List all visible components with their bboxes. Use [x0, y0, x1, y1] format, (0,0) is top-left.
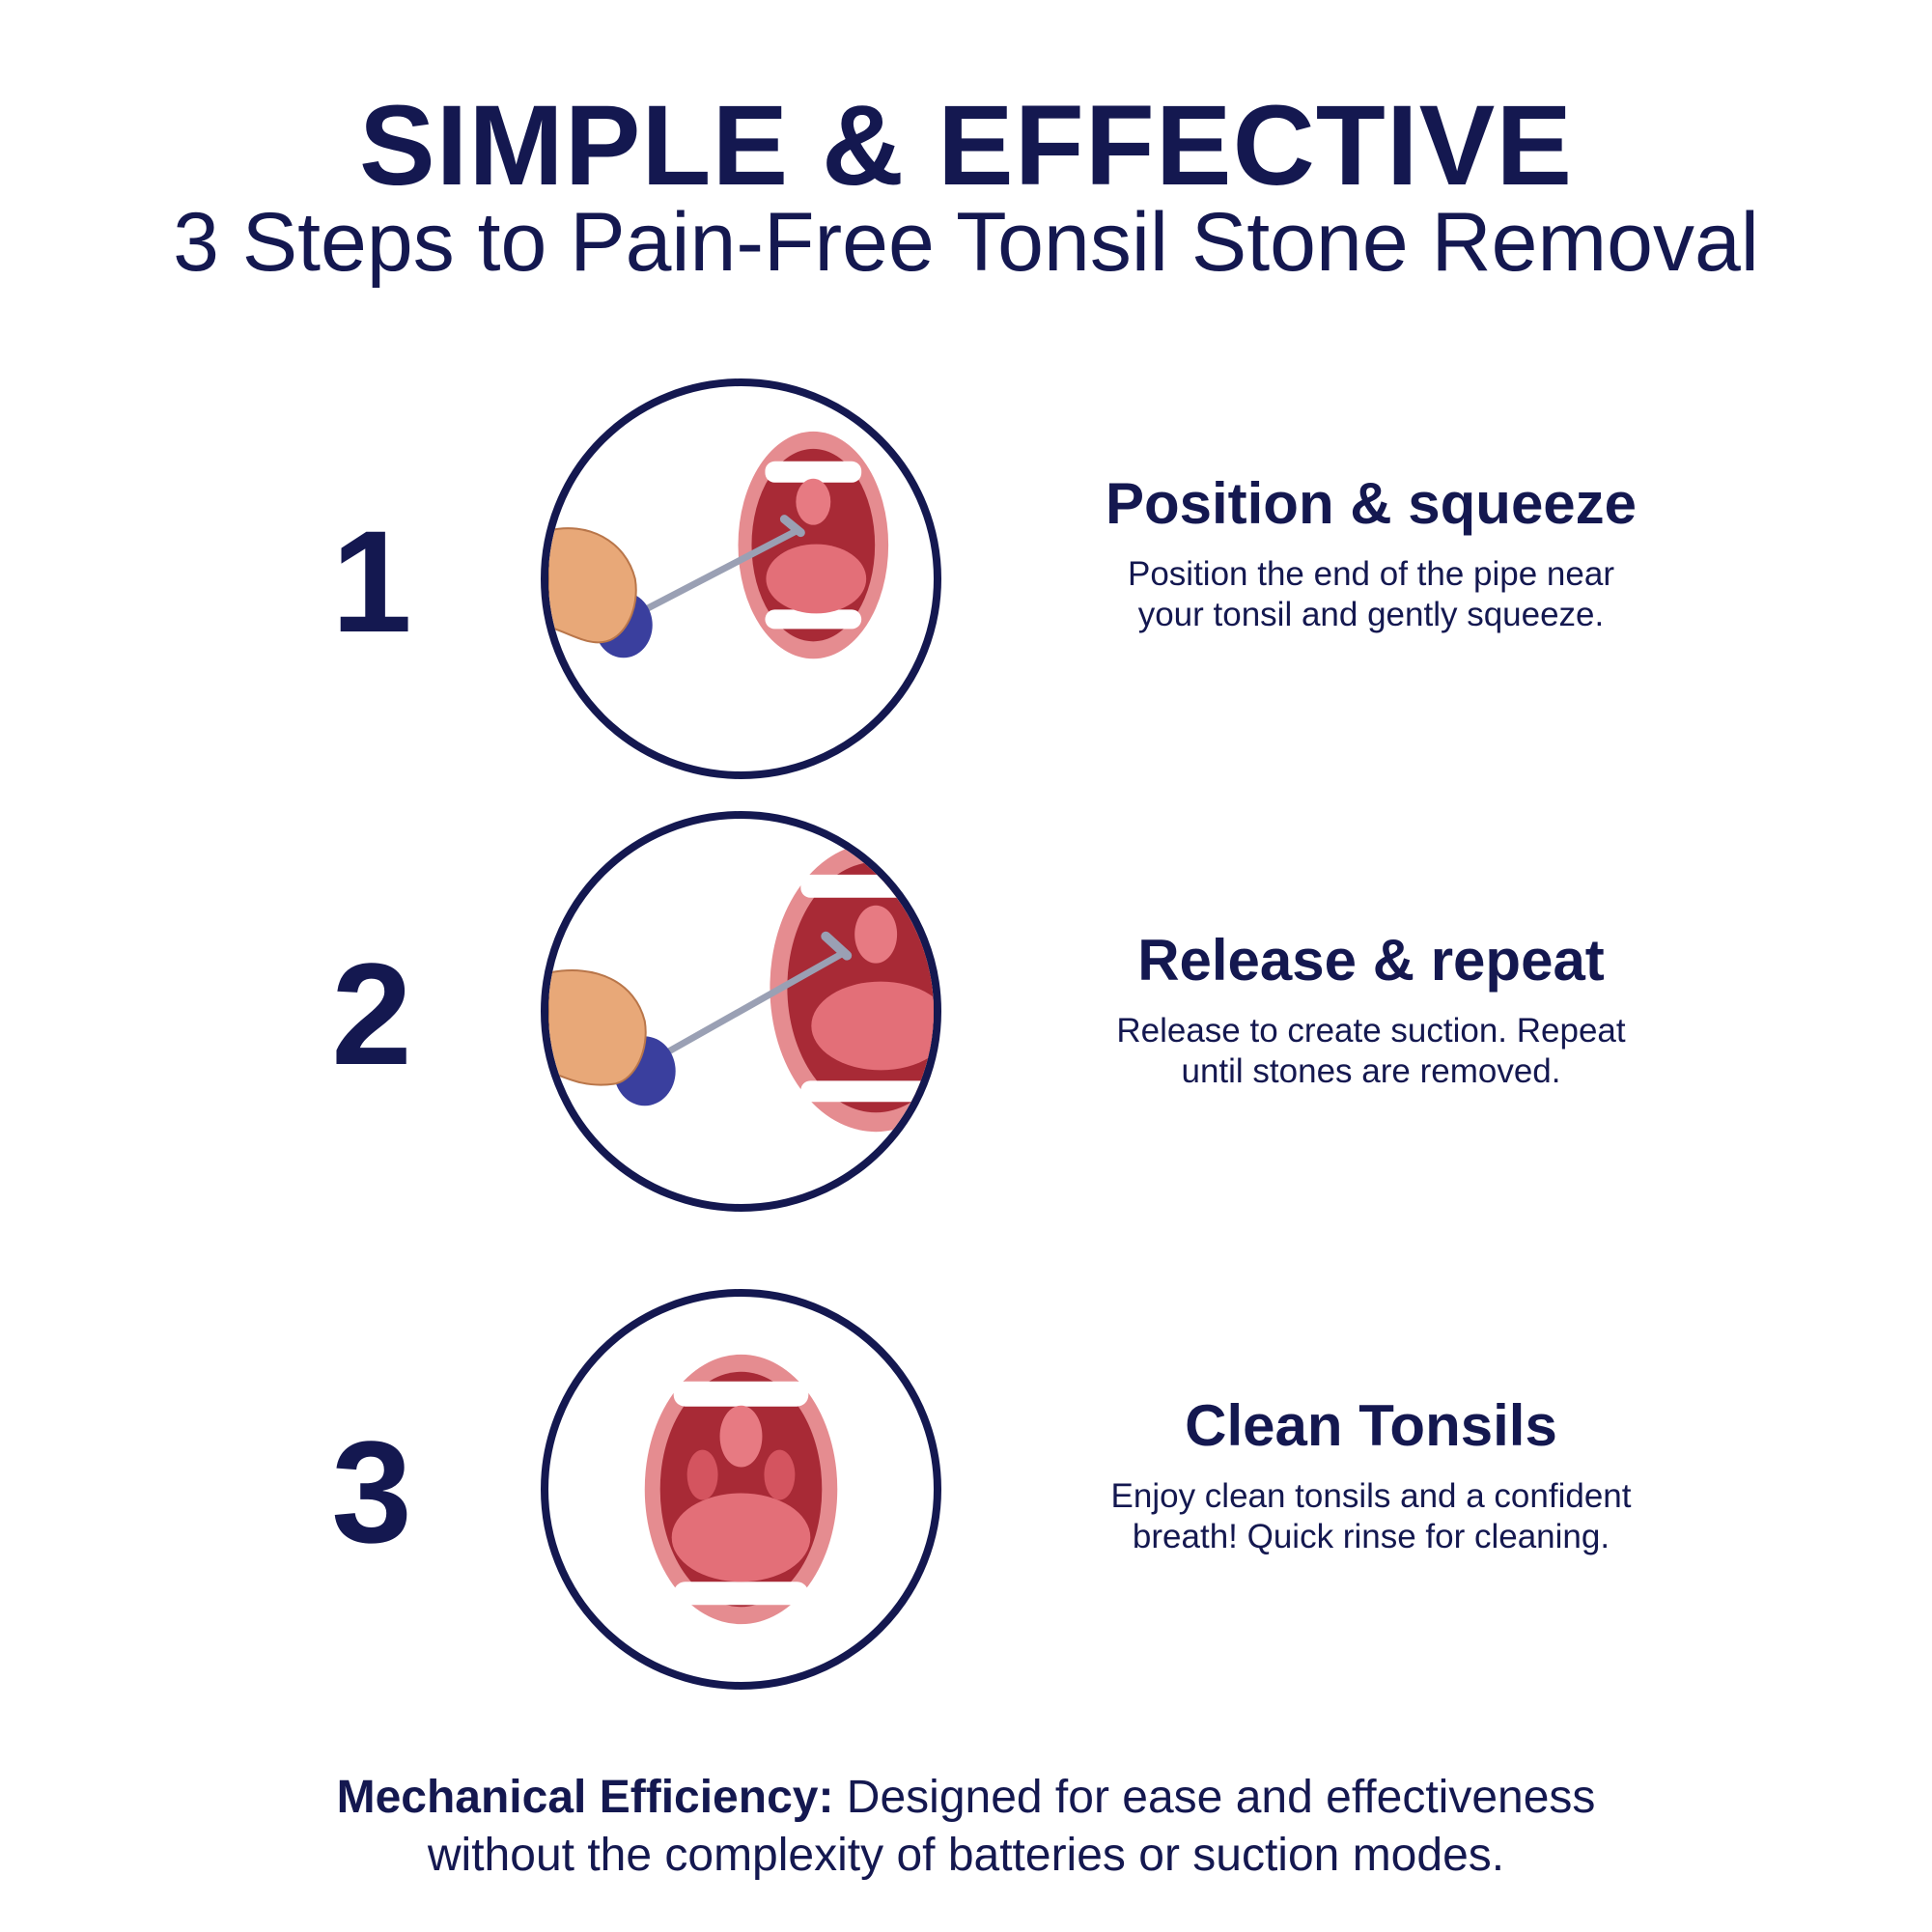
page-title: SIMPLE & EFFECTIVE — [358, 82, 1574, 210]
step-description-line-2: breath! Quick rinse for cleaning. — [1132, 1518, 1610, 1555]
step-number: 1 — [331, 500, 412, 662]
step-1: 1 Position & squeeze Position the end of… — [0, 378, 1932, 794]
step-description-line-1: Release to create suction. Repeat — [1116, 1012, 1626, 1050]
hand-squeezing-bulb-pipe-in-mouth-icon — [548, 431, 889, 659]
footer-note: Mechanical Efficiency: Designed for ease… — [0, 1769, 1932, 1885]
step-title: Clean Tonsils — [1185, 1393, 1557, 1458]
footer-line-2: without the complexity of batteries or s… — [427, 1830, 1505, 1881]
page-subtitle: 3 Steps to Pain-Free Tonsil Stone Remova… — [173, 196, 1759, 289]
footer-line-1-text: Designed for ease and effectiveness — [833, 1772, 1596, 1823]
step-illustration-circle — [541, 811, 941, 1212]
step-3: 3 Clean Tonsils Enjoy clean tonsils and … — [0, 1289, 1932, 1704]
open-mouth-clean-tonsils-icon — [644, 1354, 838, 1625]
step-2: 2 Release & repeat Release to create suc… — [0, 811, 1932, 1226]
hand-releasing-bulb-pipe-in-mouth-icon — [548, 842, 934, 1133]
step-description-line-2: until stones are removed. — [1181, 1052, 1561, 1090]
step-text: Position & squeeze Position the end of t… — [1043, 475, 1699, 635]
step-description-line-1: Enjoy clean tonsils and a confident — [1110, 1477, 1632, 1515]
step-number: 3 — [331, 1411, 412, 1573]
step-text: Release & repeat Release to create sucti… — [1043, 932, 1699, 1092]
step-text: Clean Tonsils Enjoy clean tonsils and a … — [1043, 1397, 1699, 1557]
step-illustration-circle — [541, 378, 941, 779]
footer-line-1: Mechanical Efficiency: Designed for ease… — [0, 1769, 1932, 1827]
step-number: 2 — [331, 933, 412, 1095]
step-title: Position & squeeze — [1105, 471, 1638, 536]
step-illustration-circle — [541, 1289, 941, 1690]
step-description-line-2: your tonsil and gently squeeze. — [1137, 596, 1605, 633]
step-description-line-1: Position the end of the pipe near — [1128, 555, 1614, 593]
step-title: Release & repeat — [1137, 928, 1605, 993]
footer-lead: Mechanical Efficiency: — [336, 1772, 834, 1823]
